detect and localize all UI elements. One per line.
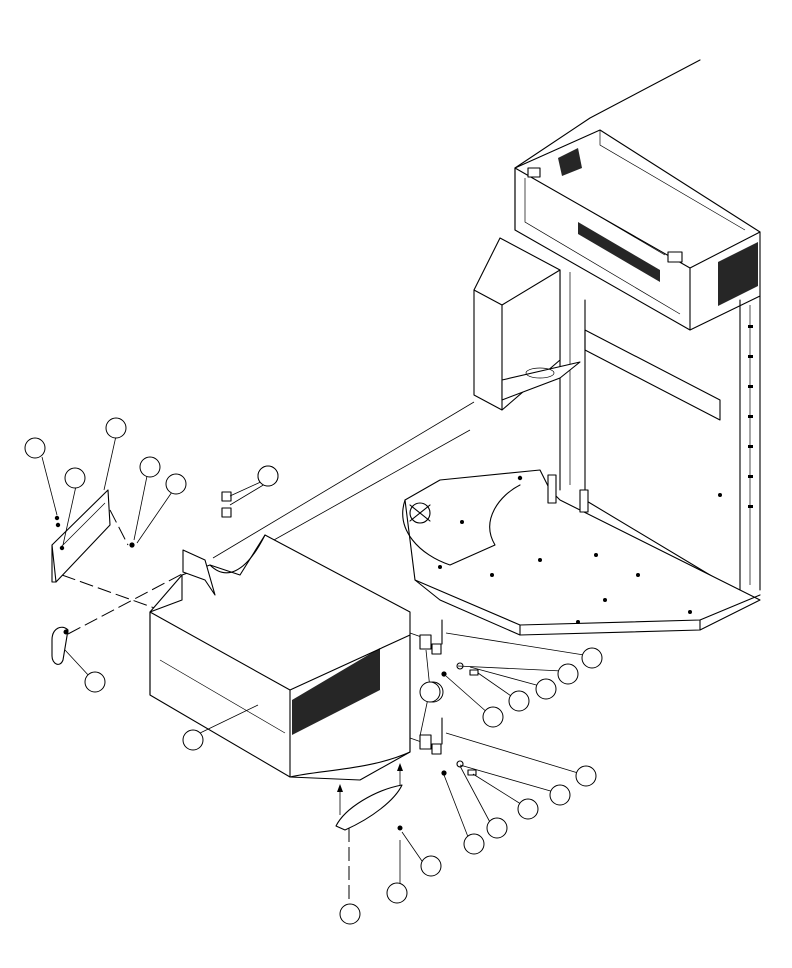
callout-circle [386, 882, 408, 904]
callout-circle [64, 467, 86, 489]
callout-circle [84, 671, 106, 693]
machine-frame [402, 59, 761, 636]
callout-balloon [549, 784, 571, 806]
callout-balloons [24, 417, 603, 925]
callout-balloon [24, 437, 46, 459]
callout-circle [535, 678, 557, 700]
housing-vent-grille [558, 148, 758, 306]
callout-circle [508, 690, 530, 712]
callout-circle [557, 663, 579, 685]
callout-circle [419, 681, 441, 703]
callout-circle [182, 729, 204, 751]
fan-icon [409, 502, 431, 524]
side-duct [473, 237, 581, 411]
skid-plate [335, 763, 403, 831]
callout-balloon [482, 706, 504, 728]
callout-balloon [535, 678, 557, 700]
callout-circle [24, 437, 46, 459]
callout-balloon [508, 690, 530, 712]
callout-balloon [105, 417, 127, 439]
access-door-panel [51, 489, 111, 583]
hood-cover [149, 534, 411, 781]
callout-circle [517, 798, 539, 820]
floor-holes [438, 475, 722, 624]
callout-balloon [419, 681, 441, 703]
callout-balloon [575, 765, 597, 787]
callout-circle [420, 855, 442, 877]
callout-circle [339, 903, 361, 925]
callout-balloon [386, 882, 408, 904]
callout-balloon [557, 663, 579, 685]
callout-balloon [257, 465, 279, 487]
callout-balloon [182, 729, 204, 751]
callout-balloon [139, 456, 161, 478]
callout-leaders [41, 435, 585, 865]
door-screws [54, 515, 135, 548]
callout-balloon [517, 798, 539, 820]
hinge-hardware-lower [419, 717, 477, 776]
latch-clip [51, 626, 69, 665]
decal-labels [221, 491, 232, 518]
callout-circle [165, 473, 187, 495]
callout-balloon [486, 817, 508, 839]
callout-circle [105, 417, 127, 439]
callout-balloon [165, 473, 187, 495]
callout-balloon [64, 467, 86, 489]
hood-vent-grille [292, 648, 380, 735]
callout-circle [581, 647, 603, 669]
callout-circle [549, 784, 571, 806]
base-platform [402, 469, 761, 636]
callout-circle [257, 465, 279, 487]
callout-balloon [420, 855, 442, 877]
callout-balloon [84, 671, 106, 693]
callout-circle [482, 706, 504, 728]
callout-circle [463, 833, 485, 855]
hinge-hardware-upper [419, 619, 479, 677]
callout-balloon [463, 833, 485, 855]
callout-circle [486, 817, 508, 839]
callout-circle [575, 765, 597, 787]
callout-circle [139, 456, 161, 478]
callout-balloon [581, 647, 603, 669]
callout-balloon [339, 903, 361, 925]
column-fastener-row [748, 325, 753, 508]
